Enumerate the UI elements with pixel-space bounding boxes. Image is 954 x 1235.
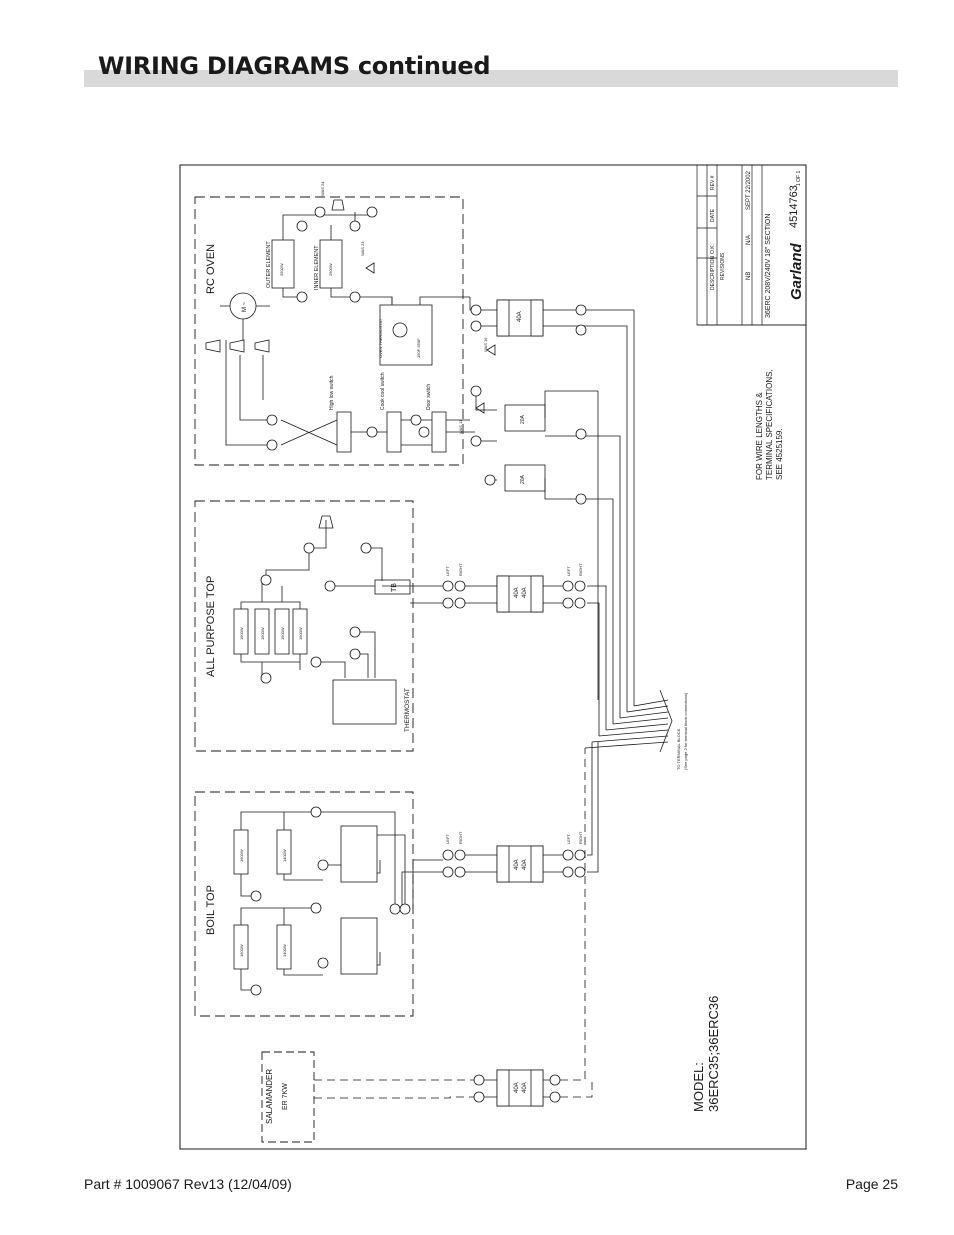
wire-label-was-16: WAS 16 [483, 337, 488, 352]
section-label-salamander-sub: ER 7KW [282, 1083, 289, 1110]
apt-terminals [260, 542, 586, 684]
all-purpose-top-circuit [233, 515, 607, 736]
high-low-switch [336, 411, 352, 453]
section-label-salamander: SALAMANDER [265, 1069, 274, 1124]
oven-thermostat [379, 304, 433, 366]
note-see: SEE 4525159. [775, 428, 784, 480]
page-number: Page 25 [845, 1176, 898, 1192]
wire-label-was-11: WAS 11 [458, 419, 463, 434]
boil-terminals [250, 806, 586, 996]
title-block-drawing-number: 4514763 [788, 185, 800, 228]
oven-thermostat-label: OVEN THERMOSTAT [378, 318, 383, 358]
oven-fuse-40a-label: 40A [517, 311, 523, 322]
boil-right-label-2: RIGHT [578, 831, 583, 844]
oven-lamp-icons [205, 199, 496, 414]
salamander-fuse-label-a: 40A [514, 1082, 520, 1093]
boil-element-rating-4: 1400W [282, 944, 287, 957]
rc-oven-circuit [220, 212, 635, 724]
title-block-description-col: DESCRIPTION [710, 255, 716, 290]
boil-top-box [194, 791, 414, 1017]
boil-top-circuit [233, 742, 599, 991]
title-block-revisions: REVISIONS [720, 252, 726, 280]
apt-fuse-label-a: 40A [514, 587, 520, 598]
boil-element-rating-3: 1600W [239, 944, 244, 957]
title-block-drawn-by: NB [746, 272, 752, 280]
boil-element-rating-1: 1600W [239, 849, 244, 862]
title-block-rev-col: REV # [710, 175, 716, 190]
boil-fuse-label-a: 40A [514, 859, 520, 870]
apt-fuse-label-b: 40A [522, 587, 528, 598]
oven-thermostat-range: 150F-550F [416, 338, 421, 358]
wire-label-was-23: WAS 23 [360, 241, 365, 256]
boil-right-label-1: RIGHT [458, 831, 463, 844]
boil-element-rating-2: 1400W [282, 849, 287, 862]
outer-element-label: OUTER ELEMENT [266, 241, 272, 288]
apt-left-label-2: LEFT [566, 566, 571, 576]
title-block [696, 164, 807, 326]
drawing-border [179, 164, 807, 1150]
door-switch-label: Door switch [426, 384, 432, 410]
boil-switch-2 [340, 917, 378, 975]
high-low-switch-label: High low switch [329, 375, 335, 410]
model-label: MODEL: [691, 1062, 706, 1112]
apt-element-rating-2: 1600W [260, 627, 265, 640]
oven-fuse-20a-1-label: 20A [520, 414, 526, 424]
note-terminal-spec: TERMINAL SPECIFICATIONS, [765, 369, 774, 480]
apt-element-rating-1: 1600W [239, 627, 244, 640]
oven-fuse-20a-2-label: 20A [520, 474, 526, 484]
note-wire-lengths: FOR WIRE LENGTHS & [755, 392, 764, 480]
cook-cool-switch-label: Cook cool switch [380, 372, 386, 410]
terminal-note-line2: (See page 2 for terminal block connectio… [683, 692, 688, 770]
apt-left-label-1: LEFT [445, 566, 450, 576]
terminal-block-arrow [584, 689, 673, 753]
inner-element-rating: 2500W [328, 263, 333, 276]
salamander-box [261, 1051, 315, 1143]
model-value: 36ERC35;36ERC36 [706, 996, 721, 1112]
apt-terminal-block-label: TB [391, 583, 398, 592]
title-block-ok-col: O.K. [710, 244, 716, 254]
motor-label: M ~ [242, 301, 248, 312]
apt-thermostat [332, 679, 397, 725]
title-block-sheet: 1 OF 1 [796, 170, 802, 186]
apt-right-label-1: RIGHT [458, 563, 463, 576]
door-switch [431, 411, 447, 453]
terminal-note-line1: TO TERMINAL BLOCK [676, 728, 681, 770]
apt-terminal-block [374, 579, 411, 595]
apt-element-rating-4: 1600W [298, 627, 303, 640]
title-block-date-col: DATE [710, 208, 716, 222]
title-block-description: 36ERC 208V/240V 18" SECTION [765, 214, 772, 318]
boil-left-label-1: LEFT [445, 834, 450, 844]
boil-left-label-2: LEFT [566, 834, 571, 844]
rc-oven-box [194, 196, 464, 466]
title-block-date: SEPT 22/2002 [746, 170, 752, 210]
part-number: Part # 1009067 Rev13 (12/04/09) [84, 1176, 292, 1192]
apt-thermostat-label: THERMOSTAT [404, 688, 411, 732]
section-label-all-purpose-top: ALL PURPOSE TOP [205, 576, 217, 677]
inner-element-label: INNER ELEMENT [314, 245, 320, 290]
apt-element-3 [274, 608, 290, 655]
boil-switch-1 [340, 825, 378, 883]
title-underline-bar [84, 70, 898, 87]
salamander-fuse-label-b: 40A [522, 1082, 528, 1093]
wire-label-was-24: WAS 24 [320, 181, 325, 196]
boil-fuse-label-b: 40A [522, 859, 528, 870]
cook-cool-switch [386, 411, 402, 453]
all-purpose-top-box [194, 500, 414, 752]
apt-element-2 [254, 608, 270, 655]
salamander-circuit [314, 748, 593, 1107]
outer-element-rating: 2500W [279, 263, 284, 276]
title-block-brand: Garland [788, 242, 805, 300]
apt-element-rating-3: 1600W [280, 627, 285, 640]
page-title: WIRING DIAGRAMS continued [98, 52, 491, 80]
title-block-scale: N/A [746, 235, 752, 245]
apt-right-label-2: RIGHT [578, 563, 583, 576]
section-label-rc-oven: RC OVEN [205, 244, 217, 294]
section-label-boil-top: BOIL TOP [205, 885, 217, 935]
